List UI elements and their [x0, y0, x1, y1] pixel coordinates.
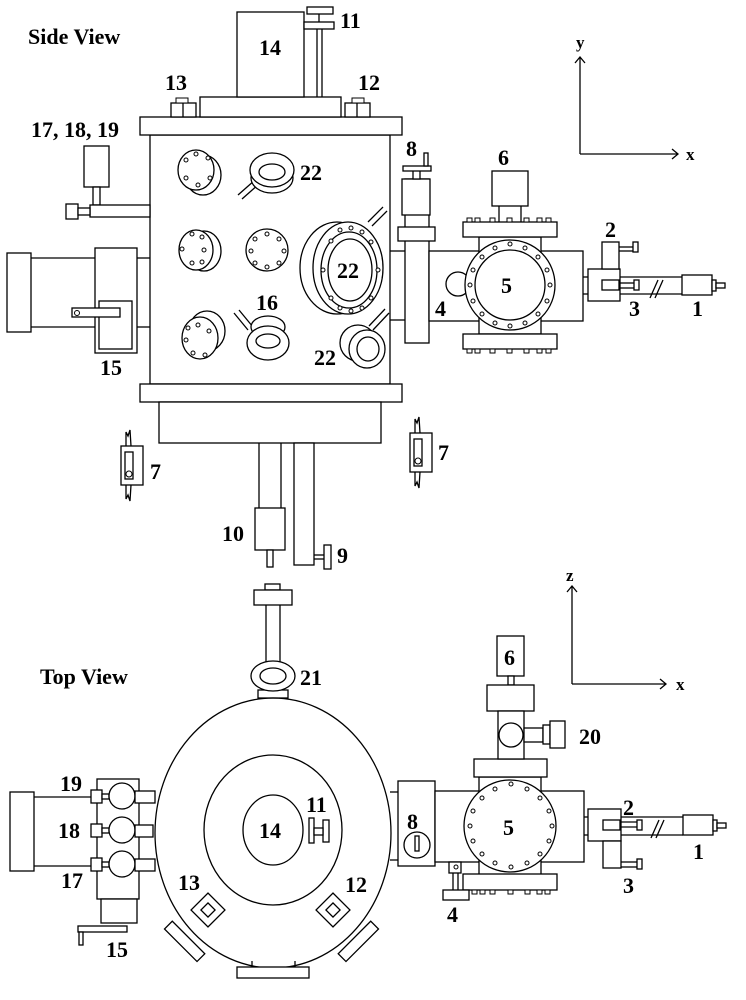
svg-text:7: 7 — [150, 459, 161, 484]
side-view: Side View y x 14 — [6, 6, 726, 570]
svg-text:21: 21 — [300, 665, 322, 690]
svg-text:3: 3 — [629, 296, 640, 321]
svg-text:11: 11 — [306, 792, 327, 817]
x-axis-label: x — [676, 675, 685, 694]
component-17-18-19: 17, 18, 19 — [31, 117, 151, 220]
z-axis-label: z — [566, 566, 574, 585]
svg-text:13: 13 — [178, 870, 200, 895]
svg-text:18: 18 — [58, 818, 80, 843]
component-12: 12 — [344, 70, 380, 118]
component-12-top: 12 — [315, 872, 367, 928]
port-flange-22-small: 22 — [314, 308, 390, 370]
svg-text:5: 5 — [503, 815, 514, 840]
svg-text:4: 4 — [435, 296, 446, 321]
component-13-top: 13 — [178, 870, 226, 928]
top-view-title: Top View — [40, 664, 128, 689]
svg-text:22: 22 — [337, 258, 359, 283]
port-flange — [245, 228, 289, 272]
svg-text:14: 14 — [259, 818, 281, 843]
component-8-top: 8 — [390, 780, 436, 867]
bolt-holes — [467, 241, 553, 329]
port-flange — [181, 310, 226, 360]
component-2-3-1-top: 2 3 1 — [584, 795, 727, 898]
port-flange-22-top: 22 — [237, 152, 322, 200]
svg-text:20: 20 — [579, 724, 601, 749]
component-11-top: 11 — [306, 792, 330, 844]
top-view-axes: z x — [566, 566, 685, 694]
svg-text:9: 9 — [337, 543, 348, 568]
component-7-left: 7 — [120, 429, 161, 502]
svg-text:15: 15 — [106, 937, 128, 962]
port-flange — [177, 149, 222, 196]
svg-text:7: 7 — [438, 440, 449, 465]
svg-text:13: 13 — [165, 70, 187, 95]
component-14-top-flange: 14 — [199, 11, 342, 118]
svg-text:14: 14 — [259, 35, 281, 60]
side-ports-bottom — [163, 920, 380, 979]
port-flange-22-large: 22 — [299, 206, 388, 315]
svg-text:12: 12 — [358, 70, 380, 95]
svg-text:8: 8 — [407, 809, 418, 834]
main-chamber-top: 14 11 13 12 — [154, 697, 392, 979]
svg-text:10: 10 — [222, 521, 244, 546]
x-axis-label: x — [686, 145, 695, 164]
svg-text:22: 22 — [300, 160, 322, 185]
component-6-side: 6 — [491, 145, 529, 222]
component-8-side: 8 — [397, 136, 436, 344]
svg-text:15: 15 — [100, 355, 122, 380]
component-15: 15 — [6, 247, 150, 380]
component-7-right: 7 — [409, 416, 449, 489]
svg-text:16: 16 — [256, 290, 278, 315]
svg-text:17: 17 — [61, 868, 83, 893]
svg-text:3: 3 — [623, 873, 634, 898]
flange-bolts — [466, 217, 552, 354]
svg-text:1: 1 — [693, 839, 704, 864]
component-11-manipulator: 11 — [303, 6, 361, 97]
svg-text:12: 12 — [345, 872, 367, 897]
side-view-axes: y x — [574, 33, 695, 164]
component-13: 13 — [165, 70, 197, 118]
svg-text:5: 5 — [501, 273, 512, 298]
gauge-19 — [90, 782, 156, 810]
gauge-17 — [90, 850, 156, 878]
port-flanges: 22 — [177, 149, 390, 370]
top-view: Top View z x 21 14 — [9, 566, 727, 979]
svg-text:1: 1 — [692, 296, 703, 321]
svg-text:17, 18, 19: 17, 18, 19 — [31, 117, 119, 142]
svg-text:2: 2 — [623, 795, 634, 820]
component-5-side: 5 — [462, 217, 558, 354]
component-4-top: 4 — [442, 861, 470, 927]
svg-text:6: 6 — [504, 645, 515, 670]
side-view-title: Side View — [28, 24, 120, 49]
svg-text:2: 2 — [605, 217, 616, 242]
svg-text:4: 4 — [447, 902, 458, 927]
component-5-top: 5 — [434, 758, 585, 895]
svg-text:22: 22 — [314, 345, 336, 370]
port-flange-16: 16 — [233, 290, 290, 361]
component-21: 21 — [250, 583, 322, 699]
component-9: 9 — [293, 442, 348, 570]
port-flange — [178, 229, 222, 272]
svg-text:8: 8 — [406, 136, 417, 161]
flange-bolts — [471, 889, 551, 895]
component-6-20-top: 6 20 — [486, 635, 601, 760]
component-2-3-1-side: 2 3 1 — [583, 217, 726, 321]
bolt-holes — [467, 781, 555, 870]
gauge-18 — [90, 816, 154, 844]
components-17-18-19-15-top: 19 18 17 15 — [9, 771, 156, 962]
svg-text:6: 6 — [498, 145, 509, 170]
y-axis-label: y — [576, 33, 585, 52]
component-10: 10 — [222, 443, 286, 568]
svg-text:11: 11 — [340, 8, 361, 33]
svg-text:19: 19 — [60, 771, 82, 796]
